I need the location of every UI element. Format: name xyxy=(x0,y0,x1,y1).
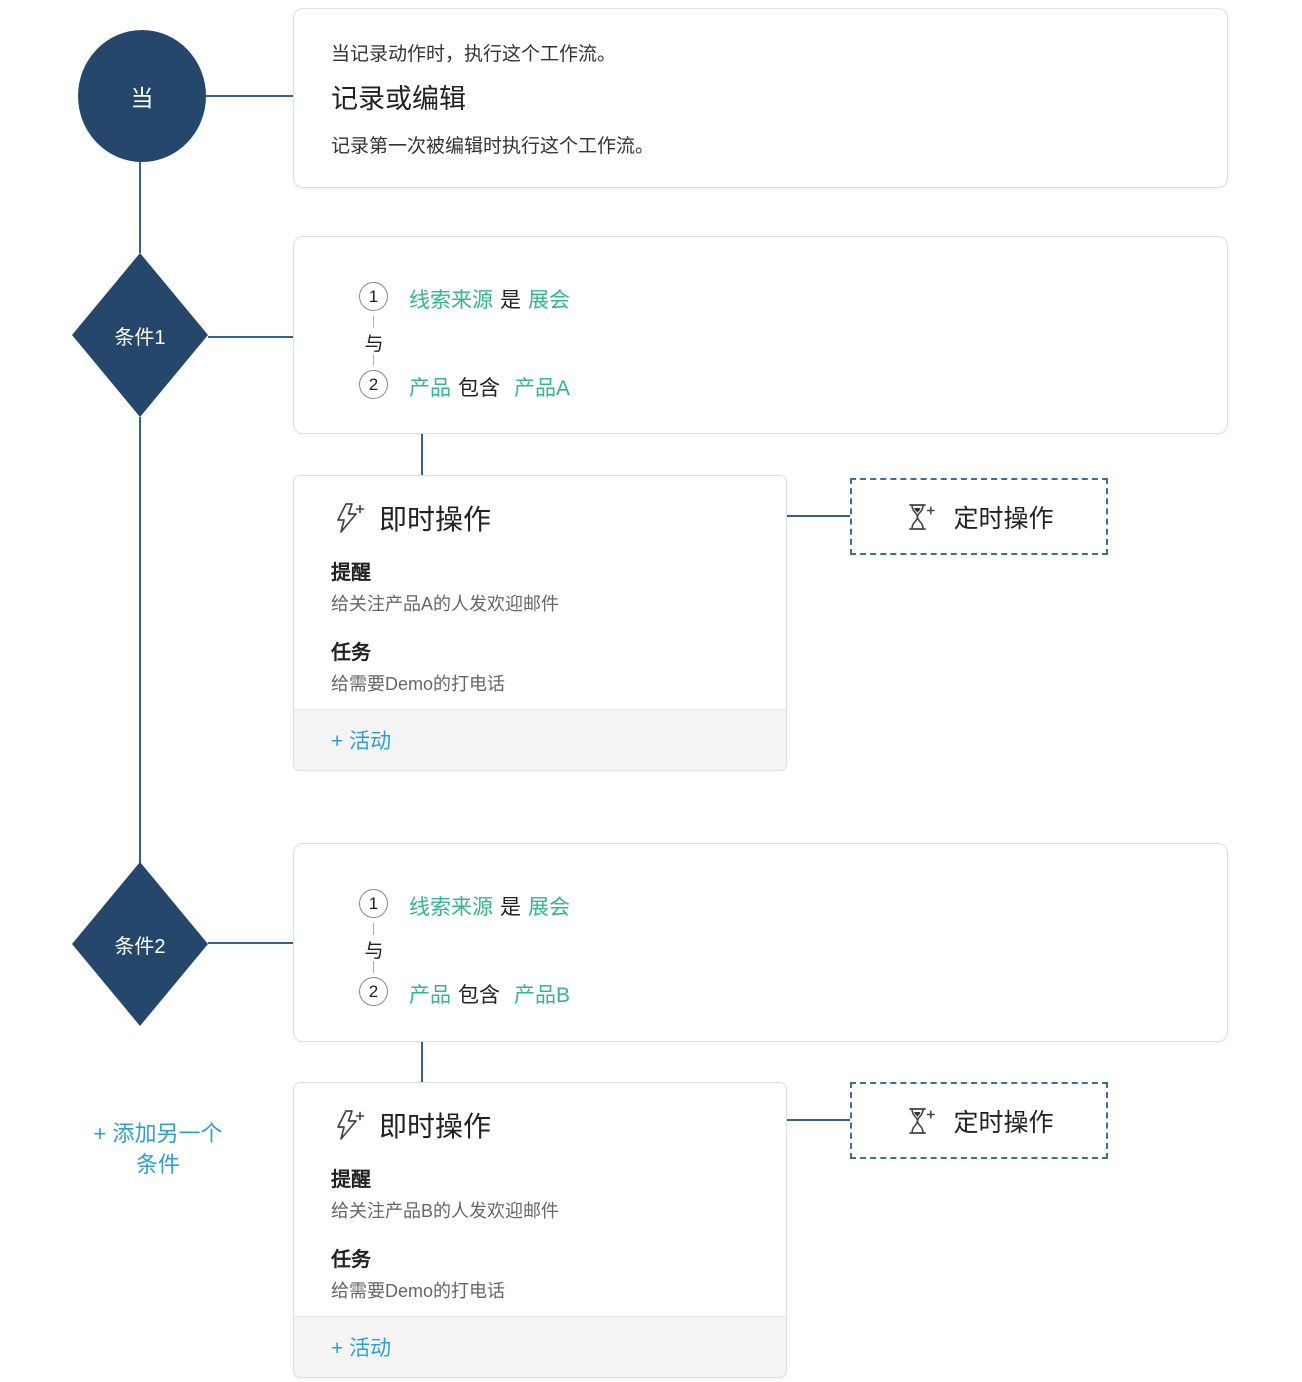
condition1-label: 条件1 xyxy=(114,326,166,349)
add-condition-line2: 条件 xyxy=(135,1152,180,1177)
lightning-plus-icon xyxy=(337,1110,365,1140)
criteria-operator: 是 xyxy=(500,896,521,919)
trigger-node[interactable]: 当 xyxy=(78,30,206,162)
criteria-row: 产品包含产品B xyxy=(409,979,570,1009)
criteria-number: 2 xyxy=(368,374,379,394)
trigger-intro: 当记录动作时，执行这个工作流。 xyxy=(331,44,617,65)
instant-actions1-card[interactable]: 即时操作 提醒 给关注产品A的人发欢迎邮件 任务 给需要Demo的打电话 + 活… xyxy=(293,475,787,771)
trigger-title: 记录或编辑 xyxy=(331,84,466,114)
condition2-criteria-card[interactable]: 1 线索来源是展会 与 2 产品包含产品B xyxy=(293,843,1228,1042)
connector-condition1-to-condition2 xyxy=(139,417,141,863)
connector-condition2-to-card xyxy=(208,942,293,944)
action-item-label: 提醒 xyxy=(331,562,371,584)
criteria-operator: 包含 xyxy=(458,984,500,1007)
criteria-number-badge: 2 xyxy=(359,370,388,399)
action-item-label: 任务 xyxy=(331,1249,371,1271)
hourglass-plus-icon xyxy=(909,1107,936,1134)
condition1-node[interactable]: 条件1 xyxy=(72,253,208,417)
criteria-conjunction: 与 xyxy=(364,334,384,355)
criteria-number: 1 xyxy=(368,286,379,306)
criteria-value: 产品B xyxy=(514,984,571,1007)
criteria-operator: 是 xyxy=(500,289,521,312)
criteria-number-badge: 1 xyxy=(359,889,388,918)
trigger-card[interactable]: 当记录动作时，执行这个工作流。 记录或编辑 记录第一次被编辑时执行这个工作流。 xyxy=(293,8,1228,188)
criteria-field: 线索来源 xyxy=(409,896,493,919)
criteria-row: 线索来源是展会 xyxy=(409,891,570,921)
criteria-operator: 包含 xyxy=(458,377,500,400)
add-activity-link[interactable]: + 活动 xyxy=(331,1337,392,1360)
action-item-description: 给关注产品A的人发欢迎邮件 xyxy=(331,594,560,614)
criteria-connector-tick xyxy=(373,316,374,328)
criteria-number-badge: 2 xyxy=(359,977,388,1006)
instant-actions-title: 即时操作 xyxy=(379,1111,492,1142)
scheduled-actions1-card[interactable]: 定时操作 xyxy=(850,478,1108,555)
connector-actions1-to-scheduled1 xyxy=(787,515,850,517)
criteria-connector-tick xyxy=(373,961,374,973)
action-item-description: 给关注产品B的人发欢迎邮件 xyxy=(331,1201,560,1221)
criteria-number: 2 xyxy=(368,981,379,1001)
connector-actions2-to-scheduled2 xyxy=(787,1119,850,1121)
instant-actions-header: 即时操作 xyxy=(330,1105,491,1145)
action-item-description: 给需要Demo的打电话 xyxy=(331,674,506,694)
action-item-description: 给需要Demo的打电话 xyxy=(331,1281,506,1301)
action-item-label: 提醒 xyxy=(331,1169,371,1191)
trigger-description: 记录第一次被编辑时执行这个工作流。 xyxy=(331,136,655,157)
instant-actions2-card[interactable]: 即时操作 提醒 给关注产品B的人发欢迎邮件 任务 给需要Demo的打电话 + 活… xyxy=(293,1082,787,1378)
scheduled-actions-title: 定时操作 xyxy=(953,504,1054,533)
condition2-label: 条件2 xyxy=(114,935,166,958)
instant-actions-footer: + 活动 xyxy=(294,1316,786,1377)
instant-actions-header: 即时操作 xyxy=(330,498,491,538)
condition2-node[interactable]: 条件2 xyxy=(72,862,208,1026)
add-another-condition-link[interactable]: + 添加另一个 条件 xyxy=(58,1118,258,1180)
criteria-value: 展会 xyxy=(528,896,570,919)
connector-trigger-to-condition1 xyxy=(139,162,141,253)
criteria-connector-tick xyxy=(373,354,374,366)
add-condition-line1: + 添加另一个 xyxy=(93,1121,223,1146)
criteria-conjunction: 与 xyxy=(364,941,384,962)
hourglass-plus-icon xyxy=(909,503,936,530)
criteria-number-badge: 1 xyxy=(359,282,388,311)
criteria-number: 1 xyxy=(368,893,379,913)
scheduled-actions-title: 定时操作 xyxy=(953,1108,1054,1137)
criteria-connector-tick xyxy=(373,923,374,935)
criteria-field: 产品 xyxy=(409,377,451,400)
criteria-value: 产品A xyxy=(514,377,571,400)
connector-criteria1-to-actions1 xyxy=(421,433,423,475)
scheduled-actions2-card[interactable]: 定时操作 xyxy=(850,1082,1108,1159)
instant-actions-footer: + 活动 xyxy=(294,709,786,770)
criteria-row: 产品包含产品A xyxy=(409,372,570,402)
trigger-node-label: 当 xyxy=(130,85,154,111)
instant-actions-title: 即时操作 xyxy=(379,504,492,535)
criteria-value: 展会 xyxy=(528,289,570,312)
connector-criteria2-to-actions2 xyxy=(421,1041,423,1082)
lightning-plus-icon xyxy=(337,503,365,533)
connector-trigger-to-card xyxy=(206,95,293,97)
connector-condition1-to-card xyxy=(208,336,293,338)
action-item-label: 任务 xyxy=(331,642,371,664)
add-activity-link[interactable]: + 活动 xyxy=(331,730,392,753)
condition1-criteria-card[interactable]: 1 线索来源是展会 与 2 产品包含产品A xyxy=(293,236,1228,434)
criteria-field: 线索来源 xyxy=(409,289,493,312)
criteria-field: 产品 xyxy=(409,984,451,1007)
criteria-row: 线索来源是展会 xyxy=(409,284,570,314)
